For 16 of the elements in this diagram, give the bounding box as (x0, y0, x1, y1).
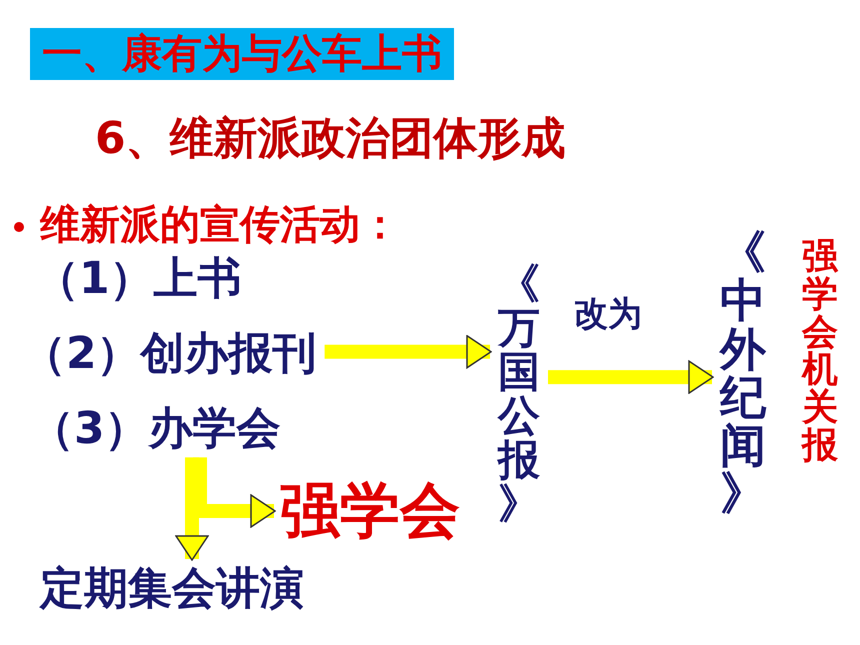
subtitle: 6、维新派政治团体形成 (95, 115, 566, 164)
list-item: （3）办学会 (30, 405, 281, 454)
side-caption: 强学会机关报 (802, 238, 838, 465)
edge-label: 改为 (574, 296, 642, 334)
vertical-title: 《万国公报》 (498, 262, 540, 527)
block-arrow (175, 457, 209, 561)
vertical-title: 《中外纪闻》 (720, 228, 766, 518)
list-item: （2）创办报刊 (22, 330, 317, 378)
block-arrow (193, 457, 276, 528)
title-banner: 一、康有为与公车上书 (30, 28, 454, 80)
block-arrow (548, 360, 714, 394)
block-arrow (324, 335, 492, 369)
list-item: （1）上书 (35, 255, 242, 304)
activity-text: 定期集会讲演 (40, 565, 304, 614)
section-heading: 维新派的宣传活动： (40, 203, 400, 247)
highlight-term: 强学会 (280, 478, 460, 544)
